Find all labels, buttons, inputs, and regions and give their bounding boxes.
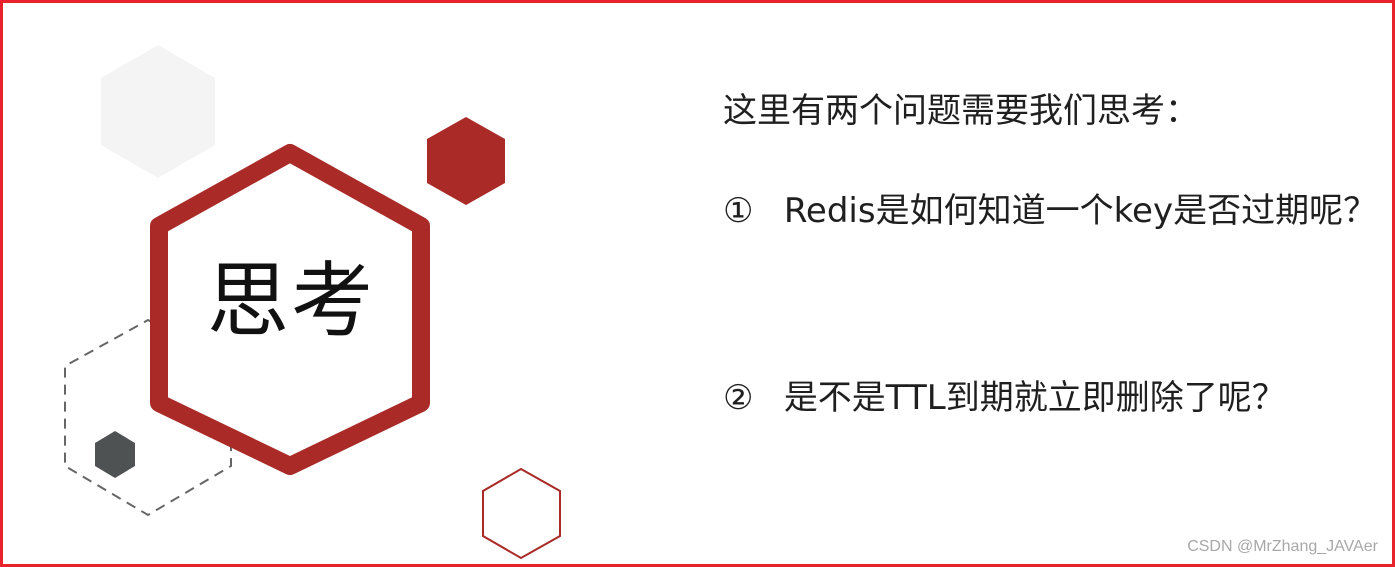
question-2: ② 是不是TTL到期就立即删除了呢？ <box>723 378 1286 419</box>
center-title: 思考 <box>206 254 375 349</box>
small-red-outline-hexagon <box>482 467 561 560</box>
question-2-text: 是不是TTL到期就立即删除了呢？ <box>783 378 1286 418</box>
question-2-number: ② <box>723 378 754 418</box>
intro-text: 这里有两个问题需要我们思考： <box>723 91 1199 131</box>
question-1: ① Redis是如何知道一个key是否过期呢？ <box>723 191 1377 232</box>
small-red-filled-hexagon <box>427 117 505 205</box>
large-red-outline-hexagon <box>150 144 430 475</box>
light-gray-hexagon <box>101 45 215 178</box>
dark-gray-small-hexagon <box>95 431 135 478</box>
watermark-text: CSDN @MrZhang_JAVAer <box>1187 538 1378 555</box>
decorative-hexagons <box>64 45 561 560</box>
question-1-text: Redis是如何知道一个key是否过期呢？ <box>783 191 1378 231</box>
question-1-number: ① <box>723 191 754 231</box>
